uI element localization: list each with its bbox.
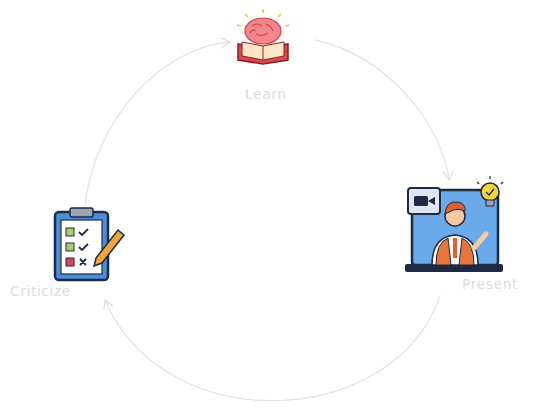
node-label: Present (462, 276, 518, 292)
node-label: Criticize (10, 283, 71, 299)
presenter-icon (405, 176, 503, 272)
curved-arrow (85, 42, 230, 205)
curved-arrow (105, 295, 440, 401)
node-label: Learn (245, 86, 287, 102)
icon-node: Learn (230, 6, 315, 106)
icon-node: Present (400, 180, 530, 295)
curved-arrow (315, 40, 449, 180)
clipboard-icon (55, 208, 124, 280)
icon-node: Criticize (5, 205, 130, 300)
brain-book-icon (237, 9, 289, 64)
